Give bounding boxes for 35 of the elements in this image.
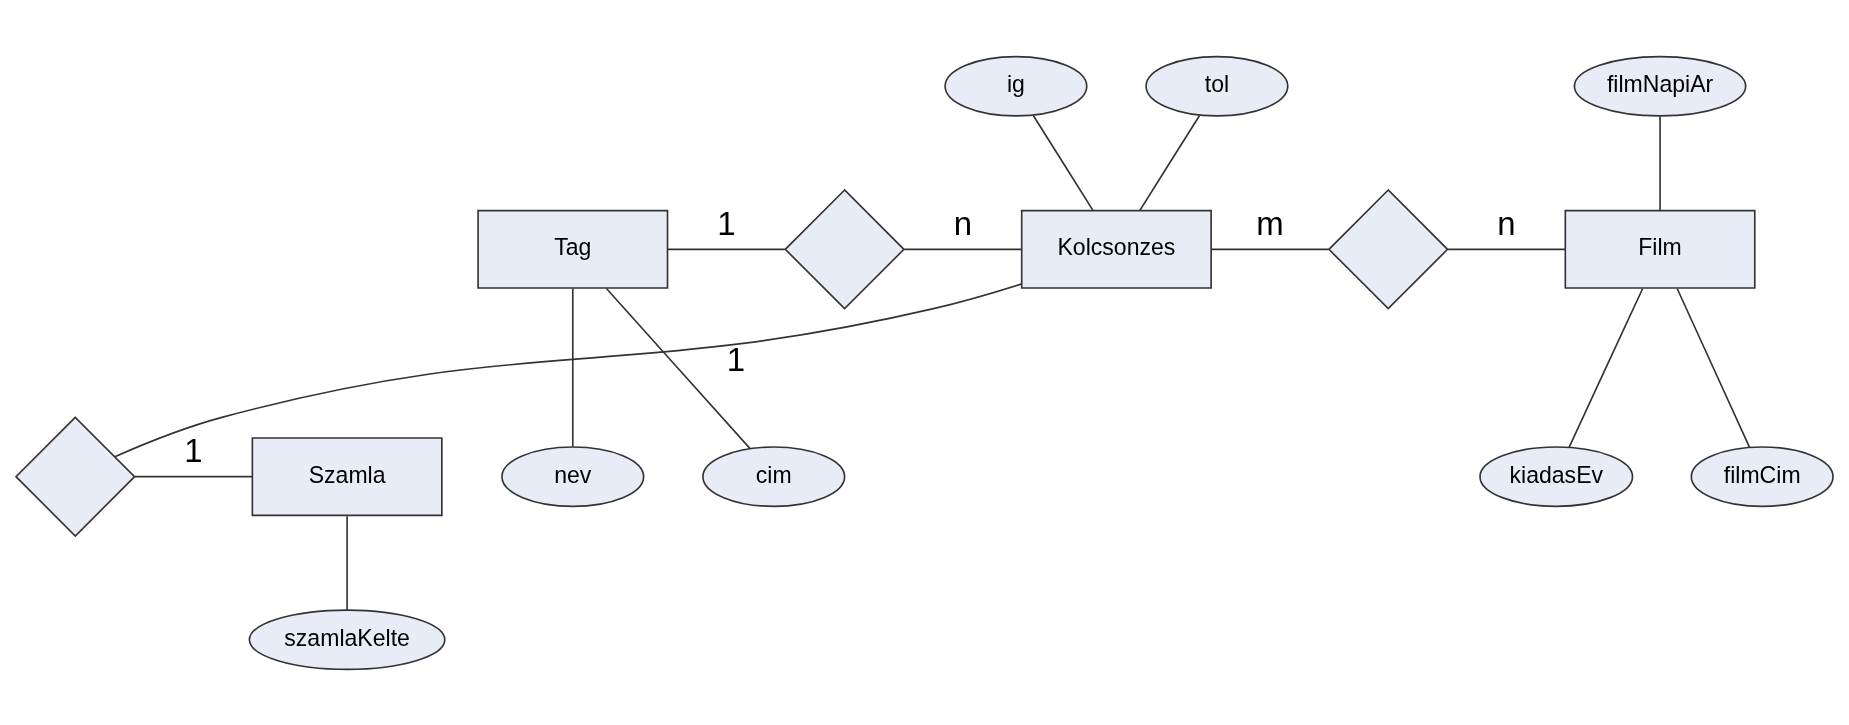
node-ellipse: tol <box>1145 55 1289 117</box>
node-ellipse: kiadasEv <box>1479 445 1634 507</box>
node-ellipse: filmNapiAr <box>1573 55 1747 117</box>
node-diamond <box>784 188 906 310</box>
node-ellipse: nev <box>501 445 645 507</box>
connector <box>571 287 574 447</box>
node-diamond <box>1327 188 1449 310</box>
edge-label: n <box>953 204 972 242</box>
node-box: Film <box>1564 209 1756 289</box>
node-diamond <box>14 415 136 537</box>
node-box: Szamla <box>251 436 443 516</box>
node-ellipse: ig <box>944 55 1088 117</box>
connector <box>1210 248 1330 250</box>
connector <box>114 282 1023 457</box>
edge-label: 1 <box>184 431 203 469</box>
edge-label: 1 <box>717 204 736 242</box>
connector <box>346 514 348 611</box>
edge-label: m <box>1256 204 1284 242</box>
connector <box>1032 114 1094 211</box>
connector <box>605 287 751 449</box>
edge-label: n <box>1497 204 1516 242</box>
node-ellipse: cim <box>702 445 846 507</box>
connector <box>1447 248 1567 250</box>
edge-label: 1 <box>726 340 746 378</box>
connector <box>1568 287 1644 448</box>
node-ellipse: szamlaKelte <box>248 608 446 670</box>
node-box: Tag <box>477 209 669 289</box>
connector <box>1659 115 1661 211</box>
connector <box>1676 287 1751 448</box>
connector <box>667 248 786 250</box>
connector <box>134 475 254 477</box>
node-box: Kolcsonzes <box>1020 209 1212 289</box>
node-ellipse: filmCim <box>1690 445 1834 507</box>
connector <box>1138 114 1201 211</box>
connector <box>903 248 1023 250</box>
